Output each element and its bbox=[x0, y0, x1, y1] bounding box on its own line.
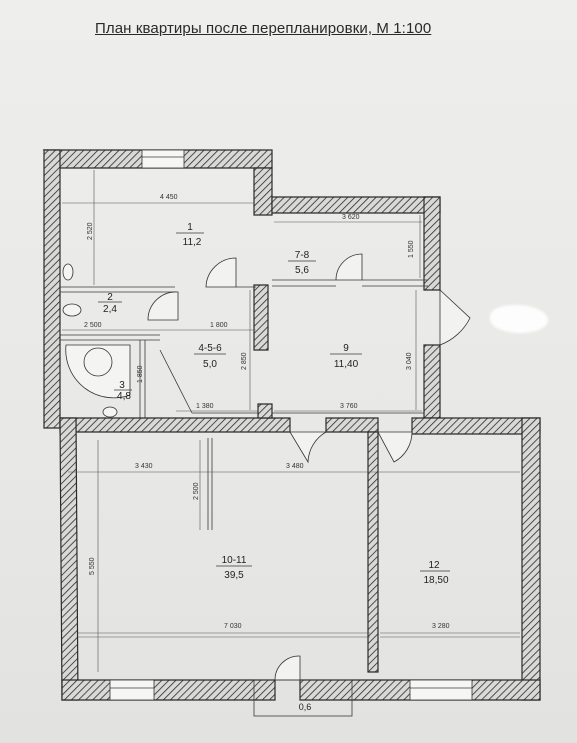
room-4-5-6-area: 5,0 bbox=[203, 359, 217, 370]
dim-5550: 5 550 bbox=[89, 557, 96, 575]
dim-3480: 3 480 bbox=[286, 463, 304, 470]
toilet-icon bbox=[62, 303, 82, 317]
outer-walls bbox=[42, 149, 541, 701]
room-10-11-number: 10-11 bbox=[222, 555, 247, 566]
dimension-labels: 4 450 2 520 3 620 1 550 2 500 1 800 2 85… bbox=[84, 194, 450, 712]
room-4-5-6-number: 4-5-6 bbox=[198, 343, 222, 354]
room-12-area: 18,50 bbox=[423, 575, 448, 586]
dim-3040: 3 040 bbox=[406, 352, 413, 370]
plan-title: План квартиры после перепланировки, М 1:… bbox=[95, 20, 432, 37]
room-3-area: 4,8 bbox=[117, 391, 131, 402]
dim-2520: 2 520 bbox=[87, 222, 94, 240]
room-9-area: 11,40 bbox=[334, 359, 359, 370]
fixtures bbox=[62, 263, 131, 418]
room-1-number: 1 bbox=[187, 222, 193, 233]
dim-3430: 3 430 bbox=[135, 463, 153, 470]
room-2-number: 2 bbox=[107, 292, 113, 303]
dim-3760: 3 760 bbox=[340, 403, 358, 410]
dim-4450: 4 450 bbox=[160, 194, 178, 201]
balcony-depth: 0,6 bbox=[299, 702, 312, 712]
dim-2500-b: 2 500 bbox=[193, 482, 200, 500]
bathtub-basin-icon bbox=[83, 347, 113, 377]
dim-1380: 1 380 bbox=[196, 403, 214, 410]
room-2-area: 2,4 bbox=[103, 304, 117, 315]
room-7-8-area: 5,6 bbox=[295, 265, 309, 276]
washbasin-icon bbox=[102, 406, 118, 418]
windows bbox=[109, 149, 473, 701]
dim-3280: 3 280 bbox=[432, 623, 450, 630]
room-3-number: 3 bbox=[119, 380, 125, 391]
room-labels: 1 11,2 2 2,4 3 4,8 4-5-6 5,0 7-8 5,6 9 1… bbox=[98, 222, 450, 586]
balcony bbox=[253, 679, 353, 717]
sink-icon bbox=[62, 263, 74, 281]
dim-1850: 1 850 bbox=[137, 365, 144, 383]
interior-lines bbox=[60, 279, 428, 530]
room-12-number: 12 bbox=[428, 560, 440, 571]
room-1-area: 11,2 bbox=[183, 237, 202, 248]
dim-2850: 2 850 bbox=[241, 352, 248, 370]
room-9-number: 9 bbox=[343, 343, 349, 354]
room-10-11-area: 39,5 bbox=[224, 570, 244, 581]
white-smudge bbox=[490, 305, 548, 333]
dim-1800: 1 800 bbox=[210, 322, 228, 329]
dim-1550: 1 550 bbox=[408, 240, 415, 258]
doors bbox=[147, 253, 471, 681]
dim-3620: 3 620 bbox=[342, 214, 360, 221]
dimension-lines bbox=[62, 170, 520, 672]
dim-2500: 2 500 bbox=[84, 322, 102, 329]
dim-7030: 7 030 bbox=[224, 623, 242, 630]
room-7-8-number: 7-8 bbox=[295, 250, 310, 261]
